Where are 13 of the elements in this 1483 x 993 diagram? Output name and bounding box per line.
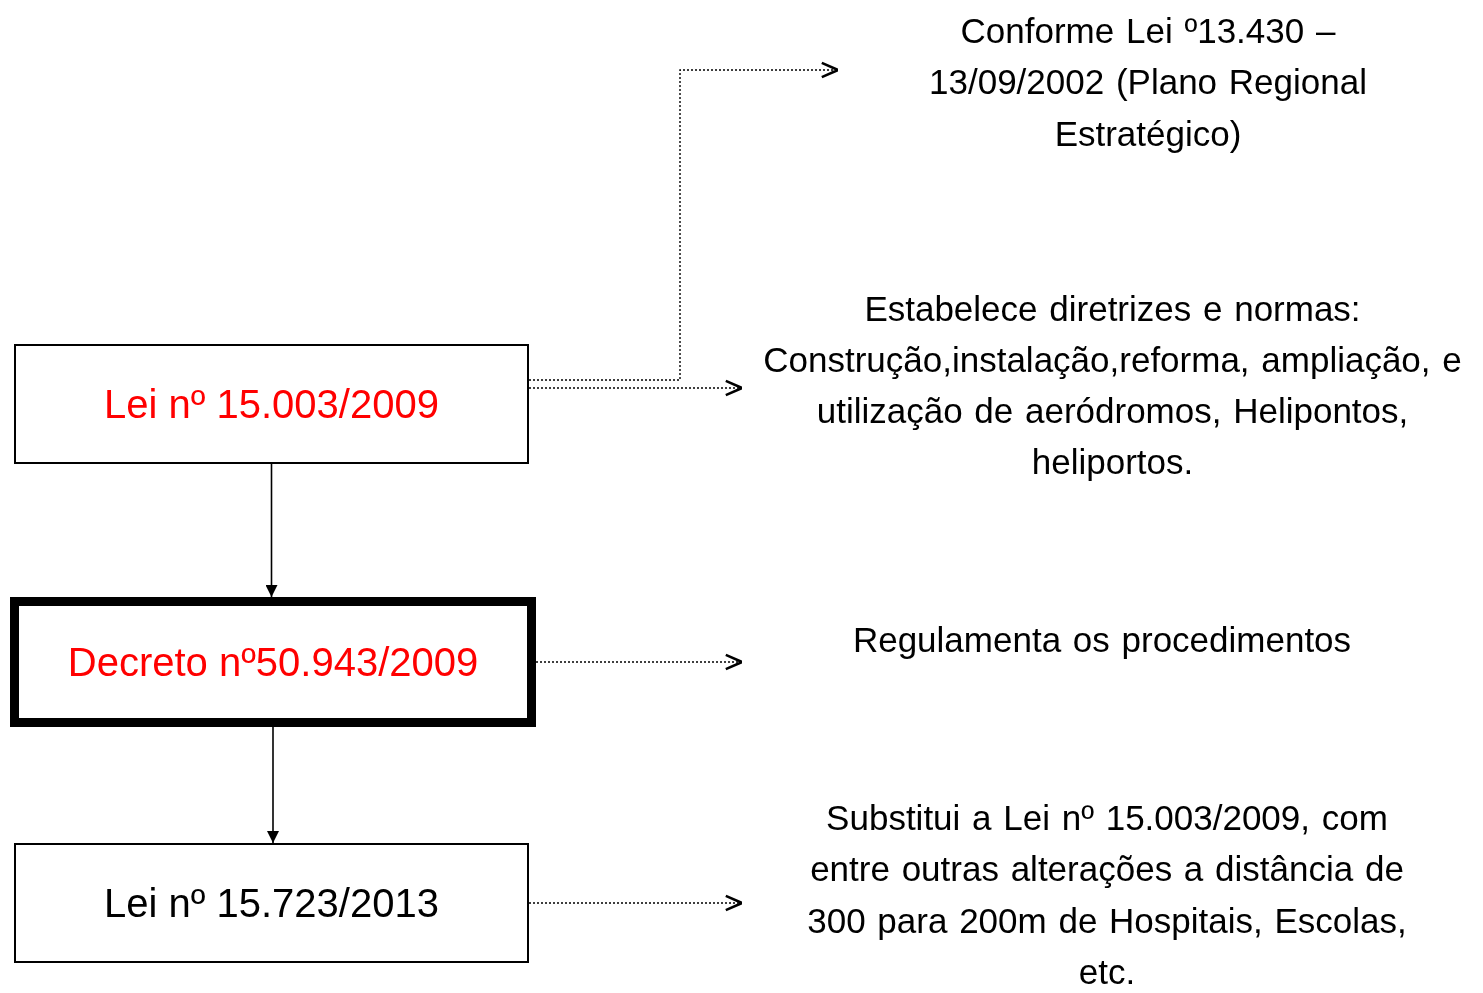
description-text: Estabelece diretrizes e normas: Construção,instalação,reforma, ampliação, e utilização de aeródromos, Helipontos, heliportos.	[762, 287, 1463, 484]
law-box	[10, 597, 536, 727]
description-text: Regulamenta os procedimentos	[852, 619, 1352, 662]
description-text: Substitui a Lei nº 15.003/2009, com entre outras alterações a distância de 300 para 200m de Hospitais, Escolas, etc.	[806, 797, 1408, 993]
box-title: Lei nº 15.723/2013	[104, 880, 439, 926]
arrow	[535, 653, 744, 671]
description-text: Conforme Lei º13.430 – 13/09/2002 (Plano Regional Estratégico)	[928, 10, 1368, 155]
box-title: Decreto nº50.943/2009	[67, 639, 479, 685]
box-title: Lei nº 15.003/2009	[104, 381, 439, 427]
law-box	[14, 843, 529, 963]
arrow	[265, 463, 278, 598]
arrow	[267, 726, 279, 844]
law-box	[14, 344, 529, 464]
